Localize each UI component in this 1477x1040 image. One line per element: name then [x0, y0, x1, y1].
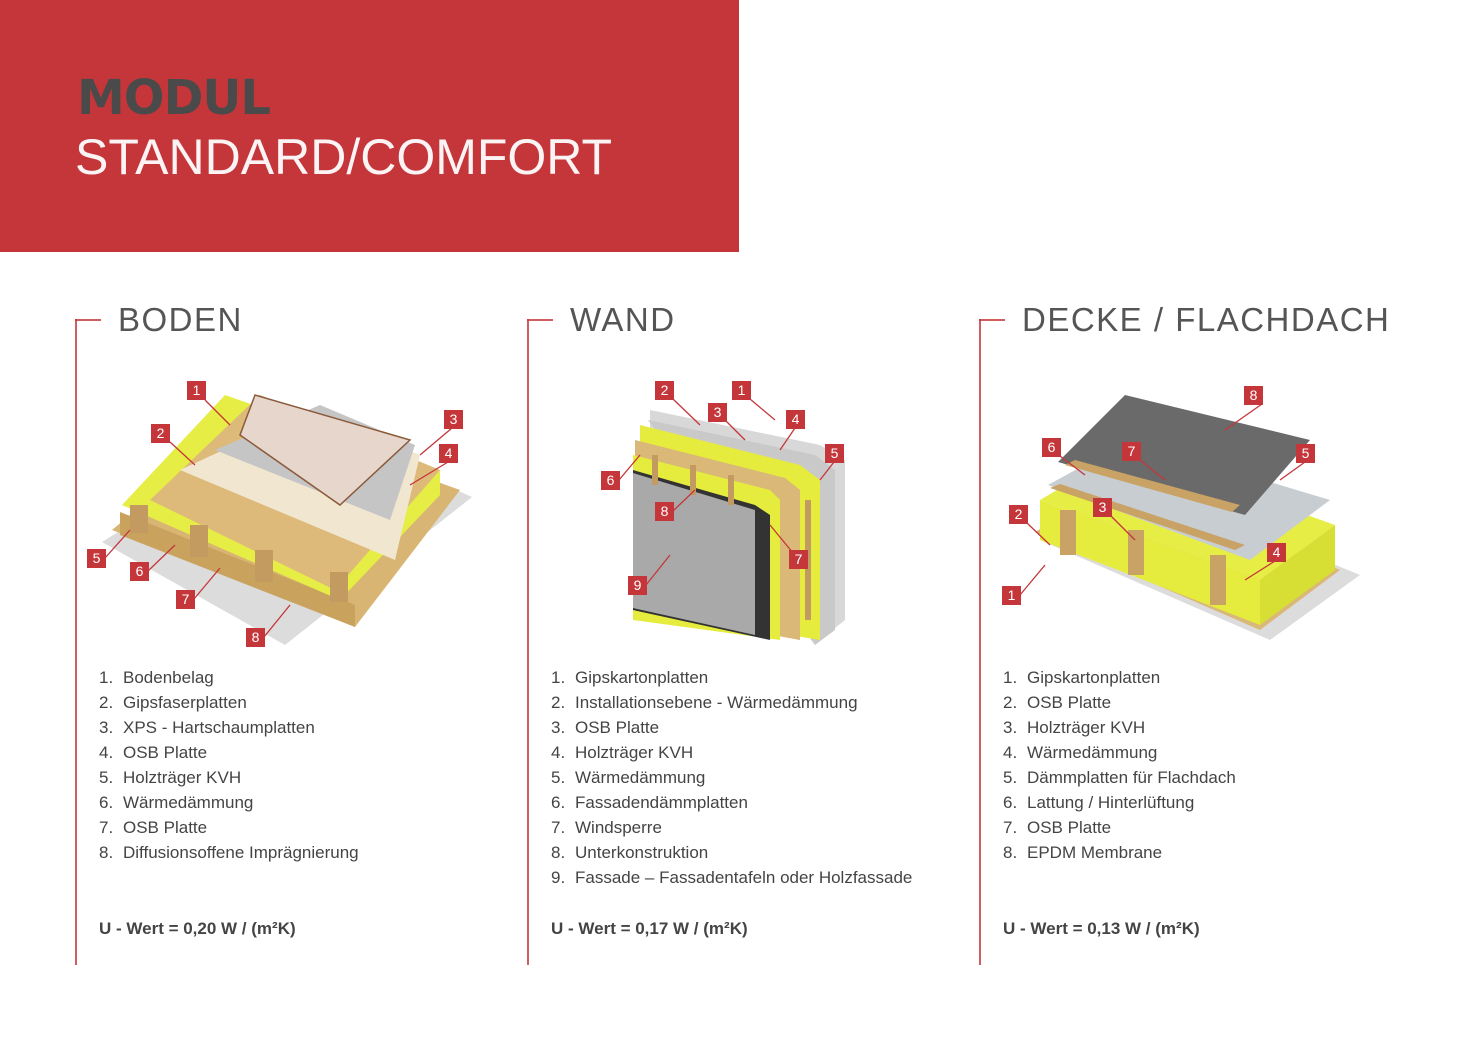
marker: 6 [601, 471, 620, 490]
list-item: 8.EPDM Membrane [1003, 843, 1163, 862]
marker: 5 [1296, 444, 1315, 463]
u-value: U - Wert = 0,20 W / (m²K) [99, 919, 296, 938]
marker: 4 [786, 410, 805, 429]
list-item: 3.OSB Platte [551, 718, 660, 737]
bracket-line [979, 319, 981, 965]
layer-list: 1.Bodenbelag 2.Gipsfaserplatten 3.XPS - … [99, 668, 359, 868]
section-decke-flachdach: DECKE / FLACHDACH 1.Gipskartonplatten 2.… [979, 301, 1419, 965]
bracket-line [527, 319, 529, 965]
list-item: 2.OSB Platte [1003, 693, 1112, 712]
list-item: 1.Gipskartonplatten [1003, 668, 1161, 687]
marker: 2 [151, 424, 170, 443]
wand-illustration [618, 398, 845, 645]
page-subtitle: STANDARD/COMFORT [75, 129, 613, 185]
marker: 4 [439, 444, 458, 463]
section-boden: BODEN 1.Bodenbelag 2.Gipsfaserplatten 3.… [75, 301, 515, 965]
layer-list: 1.Gipskartonplatten 2.OSB Platte 3.Holzt… [1003, 668, 1236, 868]
marker: 9 [628, 576, 647, 595]
list-item: 6.Wärmedämmung [99, 793, 254, 812]
page-title: MODUL [77, 70, 271, 126]
marker: 7 [176, 590, 195, 609]
list-item: 6.Lattung / Hinterlüftung [1003, 793, 1195, 812]
u-value: U - Wert = 0,17 W / (m²K) [551, 919, 748, 938]
list-item: 8.Diffusionsoffene Imprägnierung [99, 843, 359, 862]
marker: 1 [732, 381, 751, 400]
marker: 2 [655, 381, 674, 400]
list-item: 7.Windsperre [551, 818, 662, 837]
marker: 6 [1042, 438, 1061, 457]
list-item: 5.Wärmedämmung [551, 768, 706, 787]
u-value: U - Wert = 0,13 W / (m²K) [1003, 919, 1200, 938]
list-item: 4.OSB Platte [99, 743, 208, 762]
list-item: 4.Wärmedämmung [1003, 743, 1158, 762]
bracket-tick [527, 319, 553, 321]
section-wand: WAND 1.Gipskartonplatten 2.Installations… [527, 301, 967, 965]
marker: 5 [87, 549, 106, 568]
list-item: 1.Gipskartonplatten [551, 668, 709, 687]
list-item: 5.Holzträger KVH [99, 768, 242, 787]
list-item: 3.XPS - Hartschaumplatten [99, 718, 315, 737]
marker: 3 [444, 410, 463, 429]
bracket-line [75, 319, 77, 965]
list-item: 4.Holzträger KVH [551, 743, 694, 762]
marker: 3 [708, 403, 727, 422]
marker: 8 [1244, 386, 1263, 405]
marker: 8 [655, 502, 674, 521]
marker: 8 [246, 628, 265, 647]
list-item: 9.Fassade – Fassadentafeln oder Holzfass… [551, 868, 913, 887]
section-title: BODEN [118, 301, 243, 338]
decke-illustration [1019, 395, 1360, 640]
list-item: 3.Holzträger KVH [1003, 718, 1146, 737]
list-item: 2.Installationsebene - Wärmedämmung [551, 693, 858, 712]
list-item: 7.OSB Platte [1003, 818, 1112, 837]
list-item: 5.Dämmplatten für Flachdach [1003, 768, 1236, 787]
marker: 1 [187, 381, 206, 400]
marker: 7 [1122, 442, 1141, 461]
marker: 1 [1002, 586, 1021, 605]
bracket-tick [979, 319, 1005, 321]
marker: 5 [825, 444, 844, 463]
layer-list: 1.Gipskartonplatten 2.Installationsebene… [551, 668, 912, 893]
header-banner: MODUL STANDARD/COMFORT [0, 0, 739, 252]
marker: 4 [1267, 543, 1286, 562]
bracket-tick [75, 319, 101, 321]
marker: 7 [789, 550, 808, 569]
section-title: DECKE / FLACHDACH [1022, 301, 1391, 338]
marker: 2 [1009, 505, 1028, 524]
boden-illustration [102, 394, 472, 645]
marker: 6 [130, 562, 149, 581]
list-item: 2.Gipsfaserplatten [99, 693, 247, 712]
marker: 3 [1093, 498, 1112, 517]
list-item: 1.Bodenbelag [99, 668, 214, 687]
list-item: 7.OSB Platte [99, 818, 208, 837]
list-item: 8.Unterkonstruktion [551, 843, 709, 862]
list-item: 6.Fassadendämmplatten [551, 793, 748, 812]
section-title: WAND [570, 301, 676, 338]
